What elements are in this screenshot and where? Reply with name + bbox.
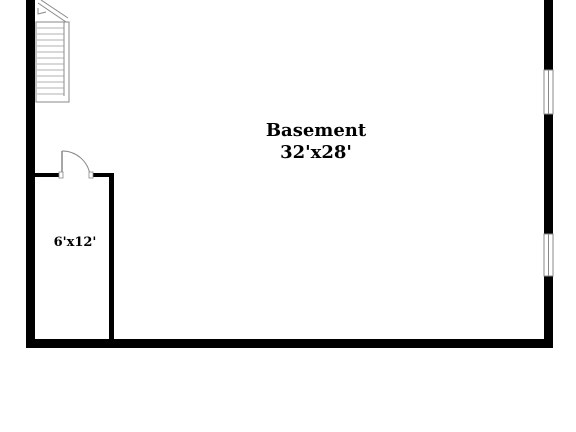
south-wall	[26, 339, 553, 348]
east-wall-top	[544, 0, 553, 70]
storage-room-dimensions: 6'x12'	[54, 235, 97, 250]
storage-wall-top-left	[35, 173, 62, 177]
east-wall-middle	[544, 114, 553, 234]
storage-door	[58, 150, 94, 179]
door-jamb-right	[88, 171, 94, 179]
storage-room-walls	[35, 173, 114, 343]
stair-treads	[37, 27, 64, 95]
door-jamb-left	[58, 171, 64, 179]
storage-wall-top-right	[90, 173, 114, 177]
door-swing-arc	[61, 150, 91, 176]
window-upper	[543, 69, 554, 115]
window-lower	[543, 233, 554, 277]
east-wall-bottom	[544, 276, 553, 348]
west-wall	[26, 0, 35, 348]
exterior-walls	[26, 0, 553, 348]
basement-room-name: Basement	[266, 120, 367, 141]
basement-room-dimensions: 32'x28'	[280, 142, 352, 163]
staircase	[35, 0, 70, 103]
stair-direction-arrow-icon	[37, 0, 69, 23]
storage-wall-east	[109, 173, 114, 343]
